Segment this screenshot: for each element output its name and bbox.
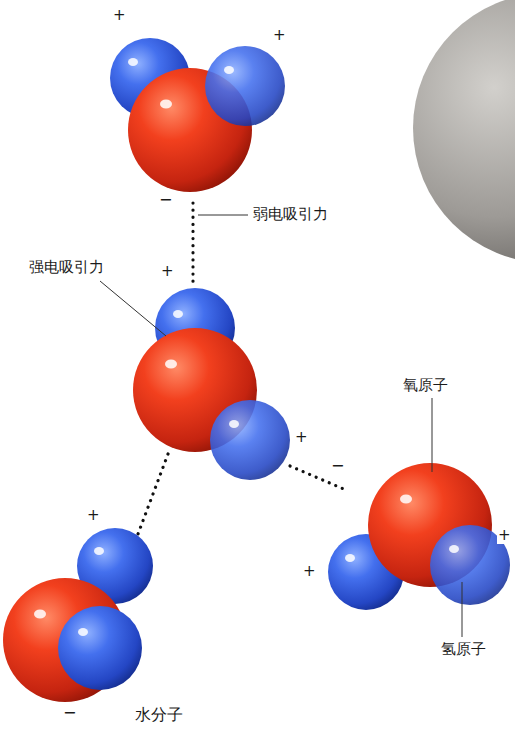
charge-sign: + — [497, 526, 512, 544]
water-molecule — [133, 288, 290, 480]
charge-sign: + — [294, 428, 309, 446]
charge-sign: + — [112, 6, 127, 24]
caption-label: 水分子 — [134, 705, 184, 724]
leader-lines — [100, 215, 462, 637]
rock-sphere — [413, 0, 515, 263]
callout-label: 氧原子 — [402, 376, 449, 394]
charge-sign: − — [330, 456, 345, 475]
charge-sign: + — [86, 506, 101, 524]
charge-sign: − — [62, 703, 77, 722]
water-molecule — [328, 463, 510, 610]
charge-sign: + — [302, 562, 317, 580]
callout-label: 弱电吸引力 — [252, 205, 329, 223]
callout-label: 氢原子 — [440, 640, 487, 658]
charge-sign: + — [160, 262, 175, 280]
callout-label: 强电吸引力 — [28, 258, 105, 276]
water-molecule — [110, 38, 285, 192]
charge-sign: + — [272, 26, 287, 44]
water-molecule — [3, 528, 153, 702]
charge-sign: − — [158, 190, 173, 209]
